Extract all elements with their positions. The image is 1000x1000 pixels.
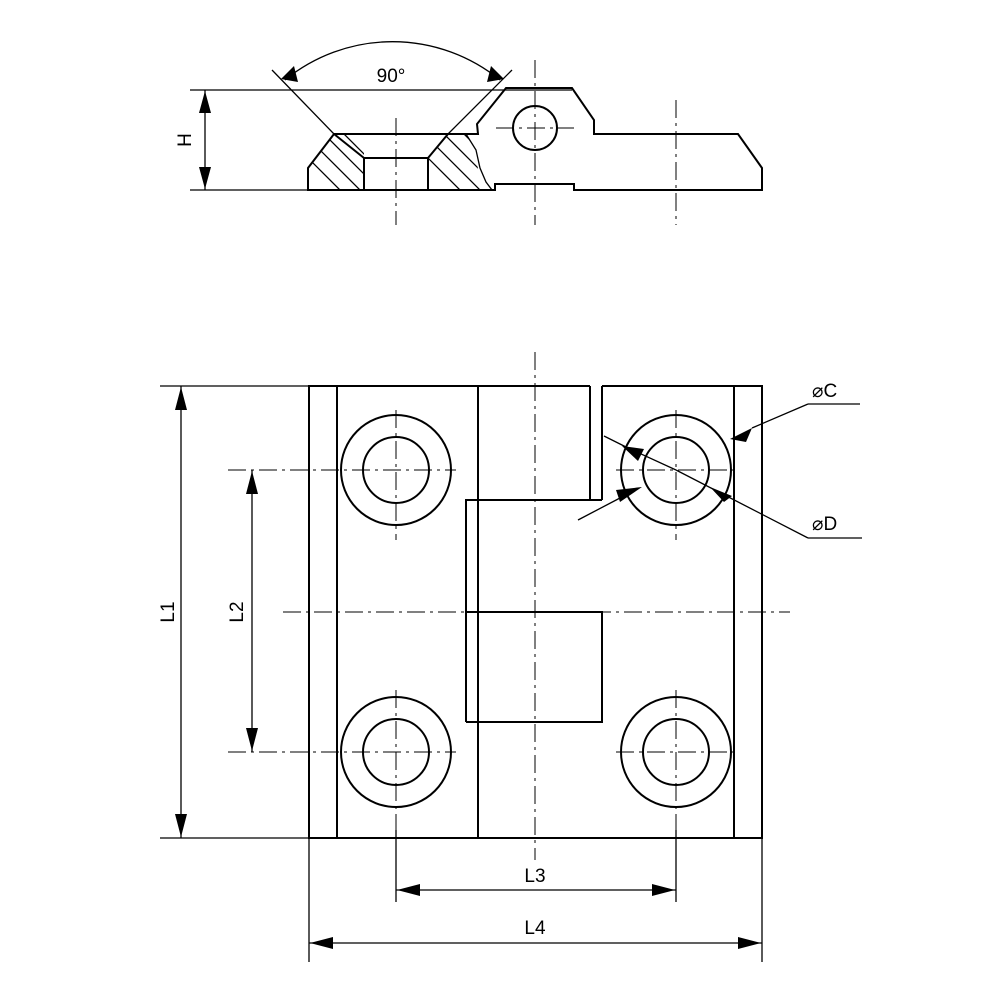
top-view: ⌀C ⌀D L1 L2 L3 L4 bbox=[158, 352, 862, 962]
l4-label: L4 bbox=[524, 918, 546, 939]
l3-label: L3 bbox=[524, 866, 545, 887]
side-view-outline bbox=[307, 87, 763, 191]
height-label: H bbox=[175, 133, 196, 147]
hatch-right bbox=[428, 134, 480, 190]
l1-label: L1 bbox=[158, 601, 179, 622]
diameter-c-label: ⌀C bbox=[812, 381, 837, 402]
l2-label: L2 bbox=[227, 601, 248, 622]
diameter-d-label: ⌀D bbox=[812, 514, 837, 535]
angle-label: 90° bbox=[377, 66, 406, 87]
side-view: 90° H bbox=[175, 41, 763, 225]
leaf-edge bbox=[465, 133, 493, 191]
